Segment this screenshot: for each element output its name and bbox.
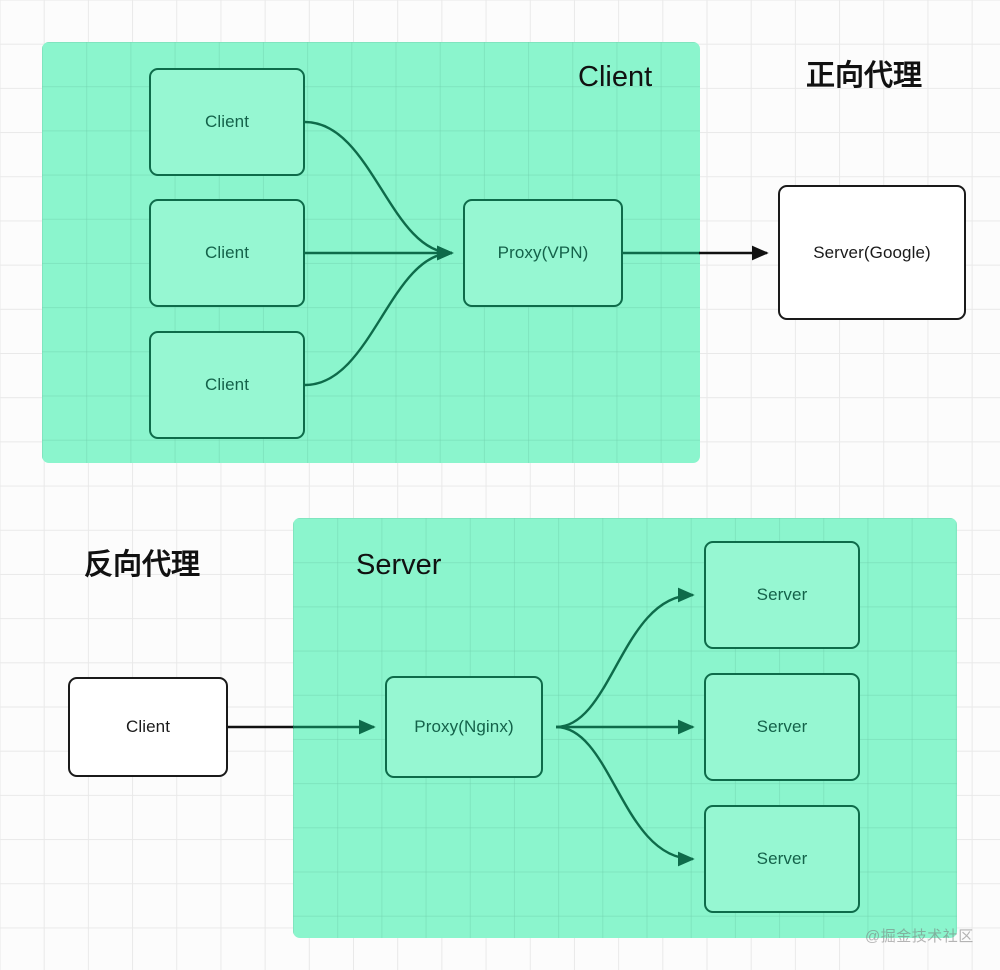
backend-server-node-3[interactable]: Server <box>704 805 860 913</box>
backend-server-3-label: Server <box>756 849 808 868</box>
server-zone-title: Server <box>356 549 442 581</box>
backend-server-1-label: Server <box>756 585 808 604</box>
client-node-2-label: Client <box>204 243 250 262</box>
client-node-2[interactable]: Client <box>149 199 305 307</box>
proxy-nginx-label: Proxy(Nginx) <box>414 717 514 736</box>
forward-proxy-heading: 正向代理 <box>806 60 923 92</box>
proxy-nginx-node[interactable]: Proxy(Nginx) <box>385 676 543 778</box>
backend-server-node-2[interactable]: Server <box>704 673 860 781</box>
client-node-1-label: Client <box>204 112 250 131</box>
reverse-client-label: Client <box>125 717 171 736</box>
backend-server-node-1[interactable]: Server <box>704 541 860 649</box>
proxy-vpn-label: Proxy(VPN) <box>497 243 589 262</box>
reverse-proxy-heading: 反向代理 <box>84 549 201 581</box>
server-google-node[interactable]: Server(Google) <box>778 185 966 320</box>
client-node-1[interactable]: Client <box>149 68 305 176</box>
server-google-label: Server(Google) <box>813 242 931 262</box>
reverse-client-node[interactable]: Client <box>68 677 228 777</box>
backend-server-2-label: Server <box>756 717 808 736</box>
proxy-vpn-node[interactable]: Proxy(VPN) <box>463 199 623 307</box>
client-node-3[interactable]: Client <box>149 331 305 439</box>
watermark-label: @掘金技术社区 <box>865 928 974 945</box>
client-zone-title: Client <box>578 61 653 93</box>
client-node-3-label: Client <box>204 375 250 394</box>
